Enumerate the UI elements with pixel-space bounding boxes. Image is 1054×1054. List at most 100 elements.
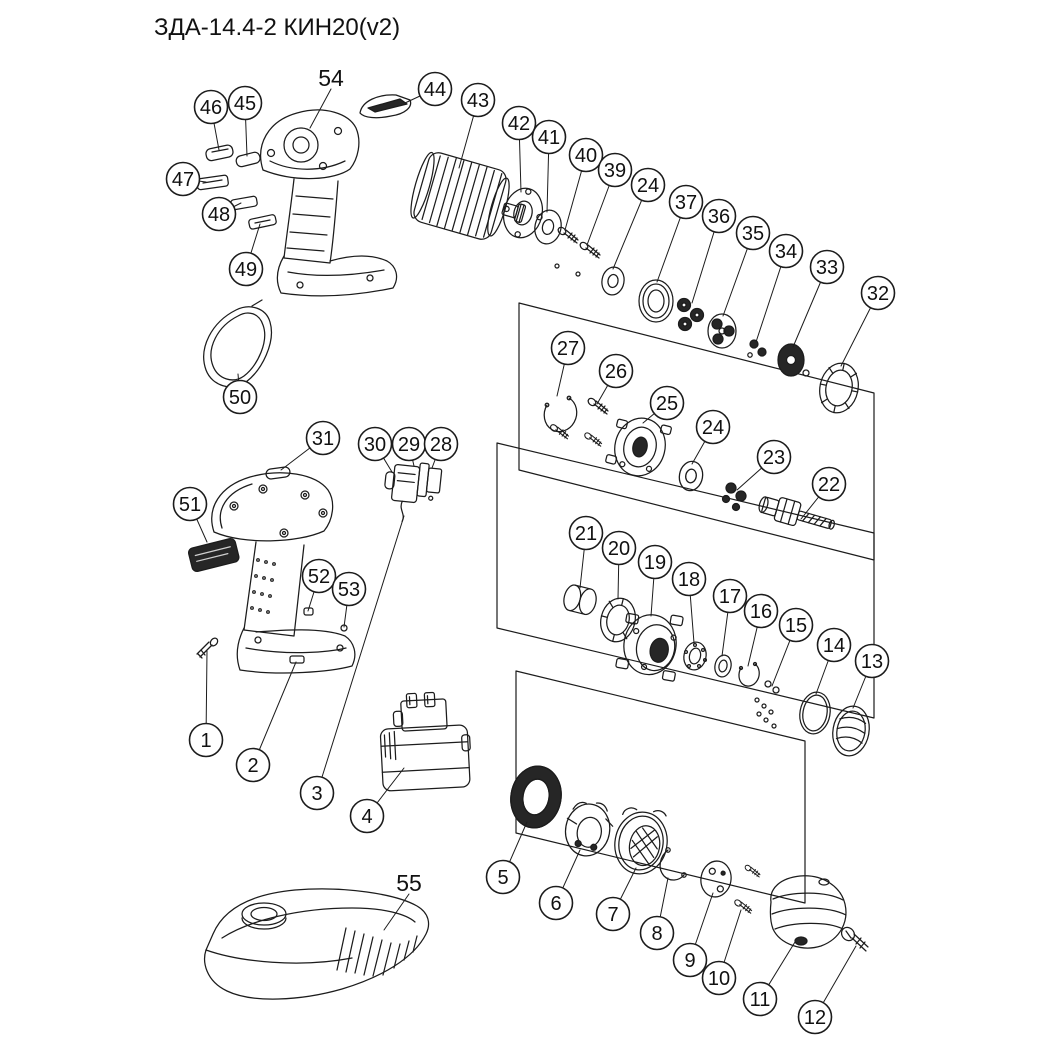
balloon-circle <box>531 119 567 155</box>
part-54-housing-left-half <box>260 109 398 297</box>
part-balloon-24: 24 <box>695 409 731 445</box>
part-balloon-46: 46 <box>193 89 229 125</box>
balloon-number: 29 <box>398 434 420 456</box>
balloon-number: 12 <box>804 1007 826 1029</box>
part-51-nameplate <box>188 538 240 573</box>
balloon-number: 54 <box>318 65 344 91</box>
part-balloon-13: 13 <box>854 643 890 679</box>
part-balloon-35: 35 <box>735 215 771 251</box>
balloon-number: 34 <box>775 241 797 263</box>
part-36-planet-gears <box>676 297 705 332</box>
balloon-number: 28 <box>430 434 452 456</box>
part-18-bearing <box>683 641 708 671</box>
part-balloon-5: 5 <box>485 859 521 895</box>
part-32-ring-gear <box>819 362 859 414</box>
balloon-number: 3 <box>311 783 322 805</box>
part-41-plate <box>534 209 562 245</box>
balloon-circle <box>639 915 675 951</box>
part-17-washer <box>714 654 732 678</box>
part-balloon-26: 26 <box>598 353 634 389</box>
balloon-circle <box>485 859 521 895</box>
small-screw <box>582 431 603 447</box>
balloon-circle <box>735 215 771 251</box>
part-balloon-23: 23 <box>756 439 792 475</box>
balloon-number: 42 <box>508 113 530 135</box>
balloon-circle <box>743 593 779 629</box>
part-balloon-43: 43 <box>460 82 496 118</box>
part-balloon-9: 9 <box>672 942 708 978</box>
part-21-sleeve <box>563 584 597 616</box>
small-pin <box>554 263 560 269</box>
balloon-number: 44 <box>424 79 446 101</box>
balloon-circle <box>860 275 896 311</box>
balloon-circle <box>597 152 633 188</box>
part-balloon-32: 32 <box>860 275 896 311</box>
balloon-number: 19 <box>644 552 666 574</box>
balloon-number: 4 <box>361 806 372 828</box>
part-31-button <box>265 466 291 480</box>
part-balloon-51: 51 <box>172 486 208 522</box>
balloon-circle <box>601 530 637 566</box>
part-20-ring <box>600 597 636 643</box>
part-balloon-36: 36 <box>701 198 737 234</box>
balloon-circle <box>595 896 631 932</box>
balloon-circle <box>460 82 496 118</box>
balloon-circle <box>165 161 201 197</box>
balloon-number: 22 <box>818 474 840 496</box>
balloon-number: 43 <box>467 90 489 112</box>
balloon-number: 39 <box>604 160 626 182</box>
balloon-number: 47 <box>172 169 194 191</box>
balloon-number: 25 <box>656 393 678 415</box>
part-balloon-6: 6 <box>538 885 574 921</box>
part-balloon-37: 37 <box>668 184 704 220</box>
balloon-number: 41 <box>538 127 560 149</box>
part-balloon-15: 15 <box>778 607 814 643</box>
part-23-rollers <box>721 482 747 512</box>
balloon-circle <box>811 466 847 502</box>
balloon-circle <box>357 426 393 462</box>
balloon-circle <box>712 578 748 614</box>
balloon-circle <box>201 196 237 232</box>
balloon-circle <box>550 330 586 366</box>
balloon-number: 26 <box>605 361 627 383</box>
assembly-box-2 <box>496 442 875 719</box>
part-balloon-41: 41 <box>531 119 567 155</box>
part-balloon-1: 1 <box>188 722 224 758</box>
balloon-number: 49 <box>235 259 257 281</box>
balloon-number: 36 <box>708 206 730 228</box>
part-balloon-4: 4 <box>349 798 385 834</box>
balloon-number: 13 <box>861 651 883 673</box>
part-balloon-19: 19 <box>637 544 673 580</box>
small-screw <box>743 863 761 878</box>
part-26-screw <box>586 396 609 415</box>
part-15-balls-springs <box>754 680 780 729</box>
balloon-circle <box>768 233 804 269</box>
part-balloon-44: 44 <box>417 71 453 107</box>
balloon-circle <box>701 960 737 996</box>
part-balloon-22: 22 <box>811 466 847 502</box>
small-pin <box>575 271 581 277</box>
balloon-circle <box>630 167 666 203</box>
part-7-clutch-housing <box>614 807 668 875</box>
balloon-number: 11 <box>750 989 771 1011</box>
part-12-screw <box>840 926 869 952</box>
part-balloon-55: 55 <box>396 870 422 896</box>
balloon-number: 9 <box>684 950 695 972</box>
balloon-number: 1 <box>200 730 211 752</box>
part-balloon-11: 11 <box>742 981 778 1017</box>
leader-line-54 <box>309 88 332 129</box>
balloon-circle <box>695 409 731 445</box>
balloon-circle <box>797 999 833 1035</box>
part-16-circlip <box>738 661 760 687</box>
balloon-circle <box>227 85 263 121</box>
balloon-number: 10 <box>708 968 730 990</box>
balloon-number: 8 <box>651 923 662 945</box>
balloon-circle <box>172 486 208 522</box>
balloon-circle <box>301 558 337 594</box>
part-balloon-7: 7 <box>595 896 631 932</box>
balloon-circle <box>568 137 604 173</box>
balloon-circle <box>672 942 708 978</box>
part-55-charger <box>204 888 430 1000</box>
part-40-screw <box>556 225 579 244</box>
diagram-title: ЗДА-14.4-2 КИН20(v2) <box>154 14 401 41</box>
